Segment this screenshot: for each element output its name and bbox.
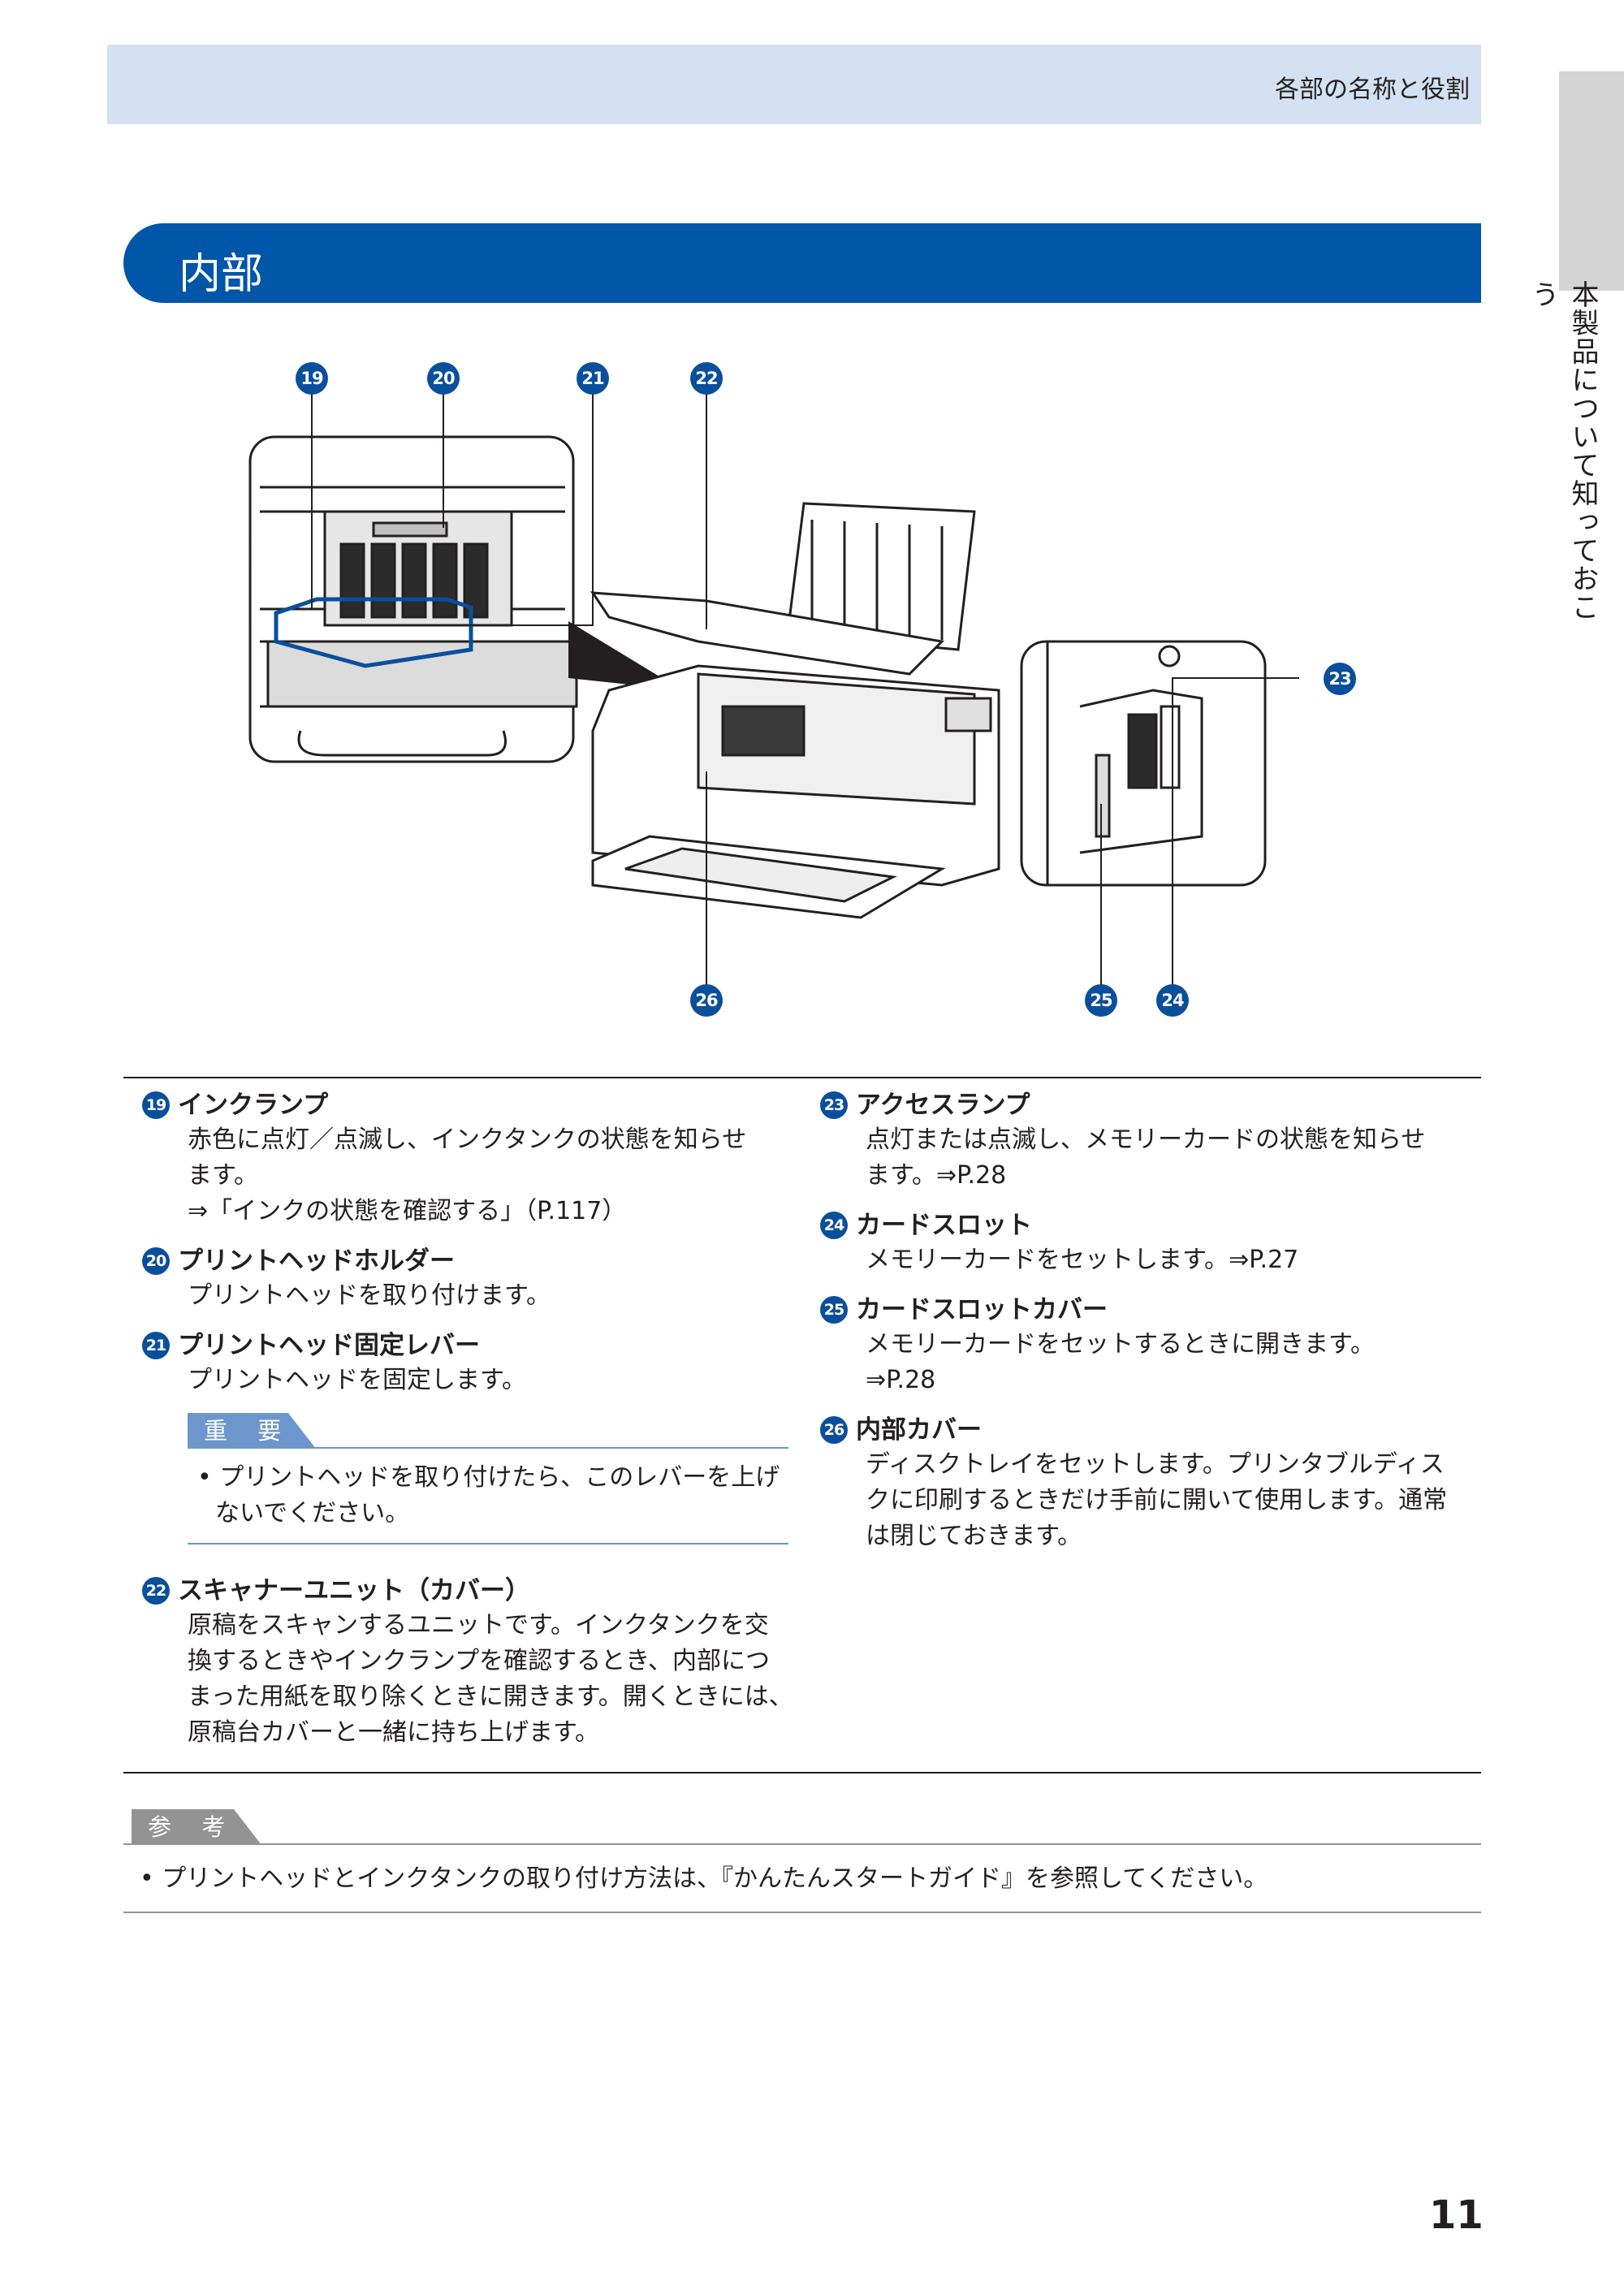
callout-26: 26 [690, 984, 723, 1017]
entry-line: ディスクトレイをセットします。プリンタブルディス [866, 1450, 1445, 1479]
ink-lamp-highlight [274, 597, 473, 668]
entry-inner-cover: 26 内部カバー ディスクトレイをセットします。プリンタブルディス クに印刷すると… [820, 1413, 1486, 1554]
side-tab [1559, 71, 1624, 291]
callout-23: 23 [1324, 663, 1356, 695]
page-title: 内部 [179, 250, 264, 299]
entry-badge: 25 [820, 1296, 848, 1324]
bottom-divider [123, 1772, 1481, 1773]
important-label: 重 要 [188, 1413, 316, 1449]
entry-line: メモリーカードをセットします。⇒P.27 [866, 1246, 1299, 1274]
entry-line: まった用紙を取り除くときに開きます。開くときには、 [188, 1683, 793, 1711]
entry-heading: スキャナーユニット（カバー） [178, 1576, 530, 1605]
entry-line: 赤色に点灯／点滅し、インクタンクの状態を知らせ [188, 1125, 747, 1154]
left-column: 19 インクランプ 赤色に点灯／点滅し、インクタンクの状態を知らせ ます。 ⇒「イ… [142, 1088, 808, 1765]
entry-heading: アクセスランプ [856, 1091, 1030, 1120]
entry-line: は閉じておきます。 [866, 1522, 1082, 1550]
callout-21: 21 [577, 362, 609, 395]
callout-19: 19 [296, 362, 328, 395]
entry-badge: 26 [820, 1416, 848, 1444]
top-divider [123, 1077, 1481, 1078]
entry-line: 点灯または点滅し、メモリーカードの状態を知らせ [866, 1125, 1426, 1154]
entry-access-lamp: 23 アクセスランプ 点灯または点滅し、メモリーカードの状態を知らせ ます。⇒P.… [820, 1088, 1486, 1194]
chapter-label: 本製品について知っておこう [1527, 280, 1599, 621]
right-column: 23 アクセスランプ 点灯または点滅し、メモリーカードの状態を知らせ ます。⇒P.… [820, 1088, 1486, 1569]
reference-label: 参 考 [132, 1809, 261, 1845]
entry-badge: 22 [142, 1577, 170, 1605]
entry-ink-lamp: 19 インクランプ 赤色に点灯／点滅し、インクタンクの状態を知らせ ます。 ⇒「イ… [142, 1088, 808, 1229]
entry-line: ⇒「インクの状態を確認する」（P.117） [188, 1197, 627, 1225]
entry-print-head-lock-lever: 21 プリントヘッド固定レバー プリントヘッドを固定します。 [142, 1328, 808, 1398]
section-name: 各部の名称と役割 [1275, 76, 1470, 104]
page-number: 11 [1429, 2192, 1484, 2238]
entry-line: ます。 [188, 1161, 258, 1190]
entry-badge: 21 [142, 1332, 170, 1359]
callout-25: 25 [1085, 984, 1117, 1017]
entry-badge: 24 [820, 1212, 848, 1239]
entry-line: メモリーカードをセットするときに開きます。 [866, 1330, 1375, 1359]
entry-badge: 23 [820, 1091, 848, 1119]
printer-body [590, 502, 1000, 919]
important-box: 重 要 • プリントヘッドを取り付けたら、このレバーを上げないでください。 [188, 1413, 788, 1544]
entry-card-slot-cover: 25 カードスロットカバー メモリーカードをセットするときに開きます。 ⇒P.28 [820, 1293, 1486, 1398]
entry-line: 原稿台カバーと一緒に持ち上げます。 [188, 1718, 599, 1747]
printer-interior-figure: 19 20 21 22 23 24 25 26 [244, 349, 1380, 1031]
title-bar: 内部 [123, 223, 1481, 303]
important-text: • プリントヘッドを取り付けたら、このレバーを上げないでください。 [197, 1463, 780, 1527]
entry-heading: カードスロット [856, 1211, 1032, 1240]
entry-line: クに印刷するときだけ手前に開いて使用します。通常 [866, 1486, 1448, 1514]
entry-line: 原稿をスキャンするユニットです。インクタンクを交 [188, 1611, 769, 1639]
callout-24: 24 [1156, 984, 1189, 1017]
entry-heading: インクランプ [178, 1091, 329, 1120]
entry-line: プリントヘッドを固定します。 [188, 1366, 526, 1394]
zoom-wedge-left [568, 621, 682, 690]
entry-print-head-holder: 20 プリントヘッドホルダー プリントヘッドを取り付けます。 [142, 1244, 808, 1314]
entry-line: プリントヘッドを取り付けます。 [188, 1281, 551, 1310]
entry-line: ⇒P.28 [866, 1366, 936, 1394]
header-band: 各部の名称と役割 [107, 45, 1481, 124]
entry-line: 換するときやインクランプを確認するとき、内部につ [188, 1647, 770, 1675]
entry-scanner-unit: 22 スキャナーユニット（カバー） 原稿をスキャンするユニットです。インクタンクを… [142, 1574, 808, 1751]
entry-badge: 20 [142, 1247, 170, 1275]
entry-card-slot: 24 カードスロット メモリーカードをセットします。⇒P.27 [820, 1208, 1486, 1278]
card-slot-inset [1020, 640, 1267, 887]
printer-illustration [248, 382, 1299, 999]
entry-line: ます。⇒P.28 [866, 1161, 1007, 1190]
callout-22: 22 [690, 362, 723, 395]
entry-heading: プリントヘッドホルダー [178, 1246, 455, 1276]
reference-box: 参 考 • プリントヘッドとインクタンクの取り付け方法は、『かんたんスタートガイ… [123, 1809, 1481, 1913]
entry-heading: 内部カバー [856, 1415, 982, 1445]
reference-text: • プリントヘッドとインクタンクの取り付け方法は、『かんたんスタートガイド』を参… [140, 1864, 1268, 1893]
leader-lines [311, 382, 1299, 999]
entry-heading: カードスロットカバー [856, 1295, 1108, 1324]
entry-heading: プリントヘッド固定レバー [178, 1331, 480, 1360]
callout-20: 20 [427, 362, 460, 395]
entry-badge: 19 [142, 1091, 170, 1119]
